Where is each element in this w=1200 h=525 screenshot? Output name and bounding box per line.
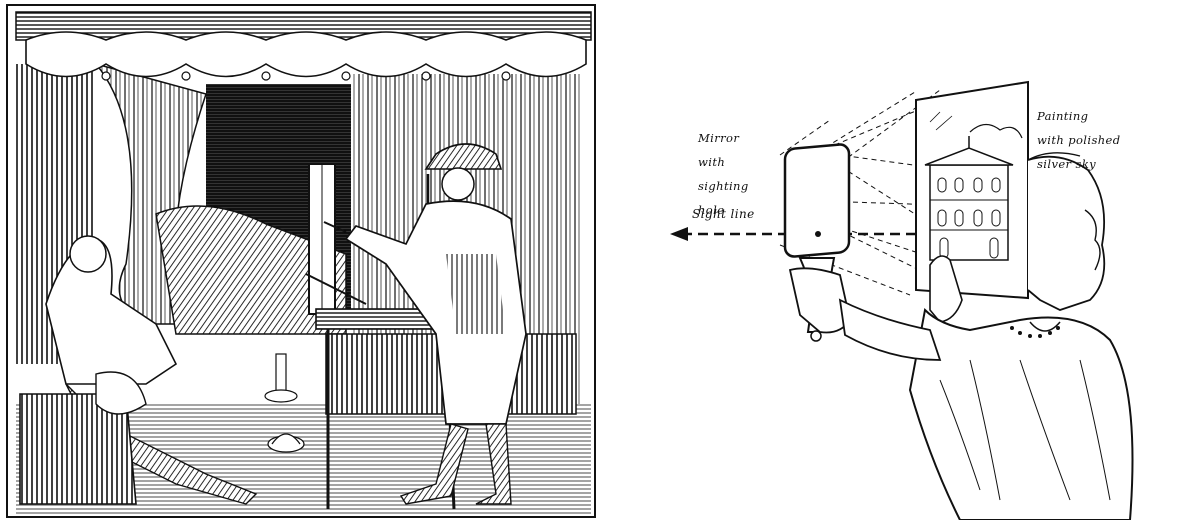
mirror-label-line: with: [698, 155, 726, 169]
sight-line-label: Sight line: [692, 207, 755, 221]
painting-label-line: Painting: [1037, 109, 1089, 123]
painting-label-line: with polished: [1037, 133, 1121, 147]
woodcut-scene: [6, 4, 596, 518]
diagram-drawing: [670, 80, 1134, 520]
woodcut-draftsman-illustration: [6, 4, 598, 520]
mirror-label-line: hole: [698, 203, 725, 217]
painting-label-line: silver sky: [1037, 157, 1097, 171]
mirror-label-line: sighting: [698, 179, 749, 193]
mirror-label: Mirror with sighting hole: [698, 120, 749, 228]
mirror-label-line: Mirror: [698, 131, 740, 145]
mirror-painting-diagram: Mirror with sighting hole Painting with …: [640, 60, 1200, 520]
arrow-left-icon: [670, 227, 688, 241]
painting-label: Painting with polished silver sky: [1037, 98, 1121, 182]
